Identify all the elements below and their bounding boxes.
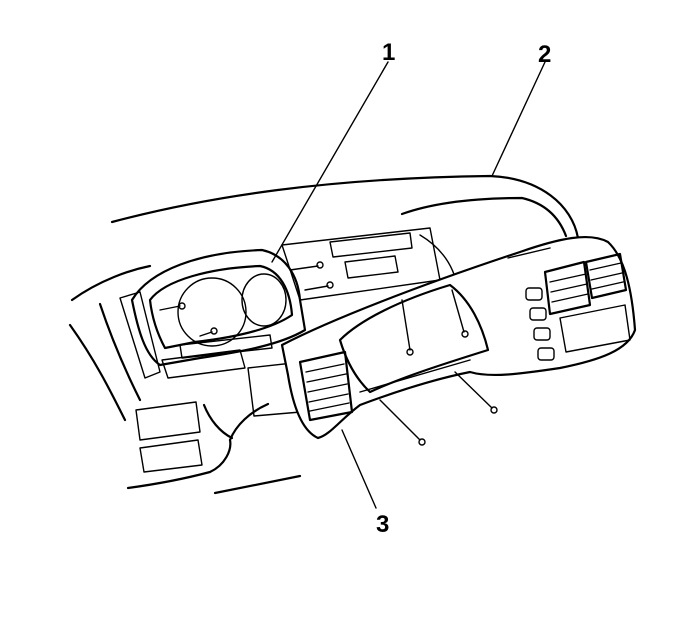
callout-label-3: 3 (376, 511, 389, 538)
leader-line-2 (491, 61, 546, 177)
leader-line-3 (341, 429, 377, 509)
leader-line-1 (271, 61, 389, 263)
instrument-cluster (119, 248, 307, 379)
callout-label-2: 2 (538, 41, 551, 68)
instrument-panel-bezel (280, 236, 637, 446)
callout-label-1: 1 (382, 39, 395, 66)
leader-lines (271, 61, 546, 509)
